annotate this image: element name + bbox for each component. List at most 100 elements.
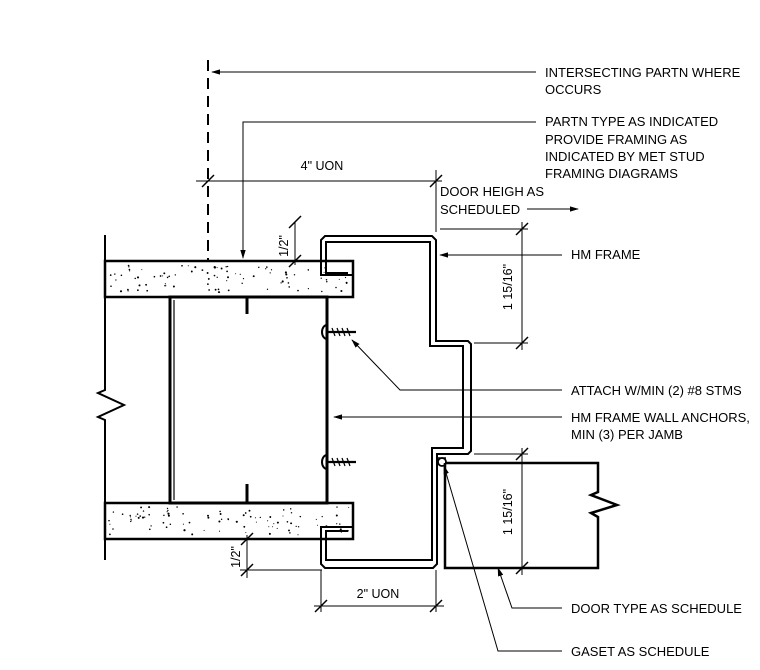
gypsum-speckle — [336, 506, 338, 508]
note-gasket: GASET AS SCHEDULE — [571, 644, 710, 659]
gypsum-speckle — [289, 508, 292, 510]
gypsum-speckle — [165, 526, 168, 529]
gypsum-speckle — [220, 267, 223, 270]
gypsum-speckle — [346, 282, 348, 284]
gypsum-speckle — [145, 283, 148, 286]
gypsum-speckle — [335, 514, 338, 517]
hm-frame-inner-profile — [325, 241, 464, 561]
gypsum-speckle — [172, 285, 175, 288]
gypsum-speckle — [286, 276, 288, 279]
dimension-gypsum-top: 1/2" — [277, 215, 302, 268]
gypsum-speckle — [213, 274, 216, 277]
note-intersecting-partn: INTERSECTING PARTN WHERE OCCURS — [545, 65, 744, 97]
gypsum-speckle — [168, 275, 171, 278]
note-door-type: DOOR TYPE AS SCHEDULE — [571, 601, 742, 616]
gypsum-speckle — [182, 523, 184, 525]
gypsum-speckle — [326, 281, 328, 283]
gypsum-speckle — [120, 274, 123, 277]
gypsum-speckle — [286, 520, 289, 523]
gypsum-speckle — [321, 515, 323, 518]
gypsum-speckle — [166, 507, 169, 510]
gypsum-speckle — [348, 506, 350, 508]
gypsum-speckle — [225, 266, 227, 268]
gypsum-speckle — [207, 514, 209, 517]
gypsum-speckle — [226, 270, 228, 273]
screw-bottom — [321, 454, 356, 470]
gypsum-speckle — [245, 532, 247, 534]
gypsum-speckle — [218, 520, 221, 523]
gypsum-speckle — [280, 282, 282, 284]
gypsum-speckle — [174, 274, 176, 276]
gypsum-speckle — [235, 273, 237, 275]
gypsum-speckle — [226, 265, 229, 268]
gypsum-speckle — [254, 517, 256, 519]
gypsum-speckle — [148, 513, 150, 516]
dimension-frame-depth-label: 2" UON — [357, 587, 400, 601]
dimension-gypsum-bottom-label: 1/2" — [229, 546, 243, 568]
gypsum-speckle — [227, 276, 229, 279]
gypsum-speckle — [108, 519, 110, 522]
gypsum-speckle — [137, 289, 139, 292]
hm-frame-outer-profile — [320, 235, 472, 569]
gypsum-speckle — [325, 279, 328, 281]
gypsum-speckle — [119, 290, 123, 293]
gypsum-speckle — [219, 510, 221, 513]
gypsum-speckle — [266, 288, 269, 290]
gypsum-speckle — [242, 277, 245, 280]
gypsum-speckle — [121, 513, 124, 515]
gypsum-hatch-bottom — [108, 506, 350, 536]
gypsum-speckle — [187, 265, 189, 267]
gypsum-speckle — [208, 289, 210, 291]
gypsum-speckle — [167, 509, 169, 512]
gypsum-speckle — [139, 515, 141, 517]
gypsum-speckle — [183, 529, 186, 532]
gypsum-speckle — [148, 528, 151, 531]
gypsum-speckle — [191, 533, 194, 536]
gypsum-speckle — [317, 524, 318, 526]
gypsum-speckle — [288, 286, 291, 288]
gypsum-speckle — [181, 264, 183, 267]
gypsum-speckle — [252, 275, 255, 278]
gypsum-speckle — [269, 516, 272, 518]
gypsum-speckle — [248, 509, 251, 512]
wall-break-line — [95, 235, 127, 560]
gypsum-speckle — [226, 280, 228, 282]
gypsum-speckle — [169, 523, 172, 525]
gypsum-speckle — [266, 266, 268, 268]
gypsum-speckle — [268, 532, 271, 535]
gypsum-speckle — [244, 512, 247, 514]
gypsum-speckle — [339, 523, 341, 525]
gypsum-speckle — [136, 276, 140, 279]
gypsum-speckle — [176, 506, 178, 508]
partition-wall — [95, 235, 355, 560]
gypsum-speckle — [297, 289, 299, 292]
gypsum-speckle — [269, 272, 271, 274]
dimension-4in-label: 4" UON — [301, 159, 344, 173]
gypsum-speckle — [307, 269, 310, 271]
leader-gasket — [443, 465, 562, 652]
gypsum-speckle — [288, 529, 290, 532]
gypsum-speckle — [276, 521, 279, 524]
dimension-door-thickness-label: 1 15/16" — [501, 489, 515, 535]
gypsum-speckle — [162, 521, 165, 524]
gypsum-speckle — [150, 525, 152, 527]
gypsum-speckle — [258, 266, 260, 269]
leader-attach — [351, 339, 562, 391]
gypsum-speckle — [166, 511, 168, 513]
gypsum-speckle — [127, 288, 129, 291]
note-door-height: DOOR HEIGH AS SCHEDULED — [440, 184, 548, 217]
gypsum-speckle — [127, 290, 129, 292]
gypsum-speckle — [162, 275, 164, 277]
gypsum-speckle — [282, 509, 285, 511]
gypsum-speckle — [141, 516, 145, 519]
gypsum-speckle — [281, 280, 284, 283]
gypsum-speckle — [206, 272, 209, 274]
gypsum-speckle — [241, 282, 243, 285]
note-hm-frame: HM FRAME — [571, 247, 641, 262]
dimension-gypsum-bottom: 1/2" — [229, 532, 322, 578]
note-wall-anchors: HM FRAME WALL ANCHORS, MIN (3) PER JAMB — [571, 410, 754, 442]
gypsum-speckle — [207, 277, 210, 280]
gypsum-speckle — [243, 525, 246, 528]
gypsum-speckle — [153, 275, 156, 278]
gypsum-speckle — [214, 288, 217, 291]
